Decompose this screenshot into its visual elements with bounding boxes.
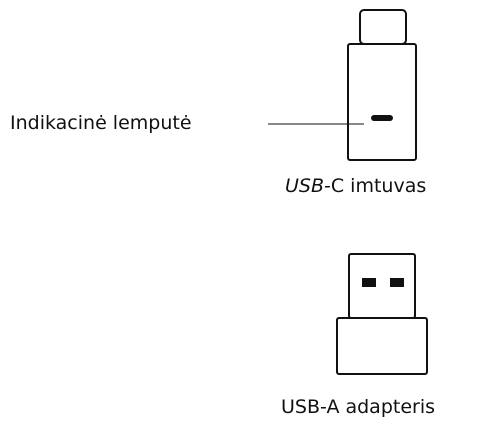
usb-c-connector [359, 9, 407, 45]
usb-c-receiver-label: USB-C imtuvas [285, 175, 426, 197]
usb-a-contact-left [362, 278, 376, 287]
usb-c-label-prefix: USB [285, 175, 325, 197]
usb-c-receiver-body [347, 43, 417, 161]
usb-c-receiver [347, 9, 417, 161]
indicator-light-label: Indikacinė lemputė [10, 112, 192, 134]
usb-a-adapter [336, 253, 428, 375]
usb-a-adapter-label: USB-A adapteris [281, 396, 436, 418]
usb-a-connector [348, 253, 416, 319]
indicator-light [371, 115, 393, 121]
usb-a-contact-right [390, 278, 404, 287]
usb-c-label-suffix: -C imtuvas [324, 175, 427, 197]
usb-a-adapter-body [336, 317, 428, 375]
